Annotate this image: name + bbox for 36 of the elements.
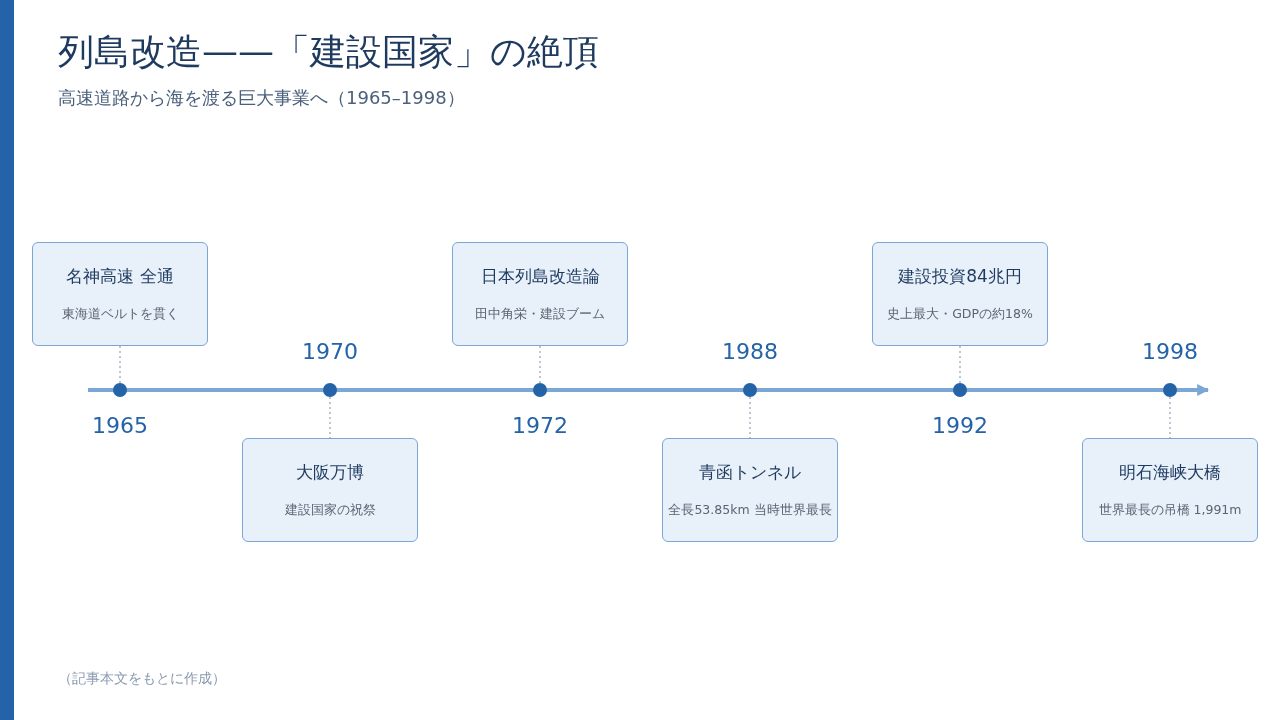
event-description: 全長53.85km 当時世界最長 (667, 502, 833, 519)
year-label: 1965 (91, 413, 149, 438)
year-label: 1972 (511, 413, 569, 438)
event-description: 東海道ベルトを貫く (60, 306, 180, 323)
event-title: 明石海峡大橋 (1118, 461, 1222, 484)
event-description: 史上最大・GDPの約18% (886, 306, 1034, 323)
year-label: 1998 (1141, 339, 1199, 364)
leader-line (119, 345, 121, 384)
timeline-dot (113, 383, 127, 397)
leader-line (539, 345, 541, 384)
source-note: （記事本文をもとに作成） (58, 670, 226, 688)
event-title: 日本列島改造論 (479, 265, 601, 288)
event-card (32, 242, 208, 346)
event-card (872, 242, 1048, 346)
event-card (452, 242, 628, 346)
event-title: 青函トンネル (698, 461, 802, 484)
event-card (242, 438, 418, 542)
event-card (662, 438, 838, 542)
leader-line (959, 345, 961, 384)
subtitle: 高速道路から海を渡る巨大事業へ（1965–1998） (58, 86, 465, 110)
year-label: 1970 (301, 339, 359, 364)
timeline-dot (743, 383, 757, 397)
title: 列島改造——「建設国家」の絶頂 (58, 30, 599, 74)
event-title: 大阪万博 (295, 461, 365, 484)
event-description: 建設国家の祝祭 (283, 502, 377, 519)
event-card (1082, 438, 1258, 542)
event-title: 名神高速 全通 (65, 265, 175, 288)
timeline-dot (533, 383, 547, 397)
event-description: 田中角栄・建設ブーム (474, 306, 606, 323)
event-title: 建設投資84兆円 (897, 265, 1023, 288)
timeline-dot (323, 383, 337, 397)
year-label: 1988 (721, 339, 779, 364)
event-description: 世界最長の吊橋 1,991m (1097, 502, 1243, 519)
timeline-dot (953, 383, 967, 397)
year-label: 1992 (931, 413, 989, 438)
timeline-dot (1163, 383, 1177, 397)
